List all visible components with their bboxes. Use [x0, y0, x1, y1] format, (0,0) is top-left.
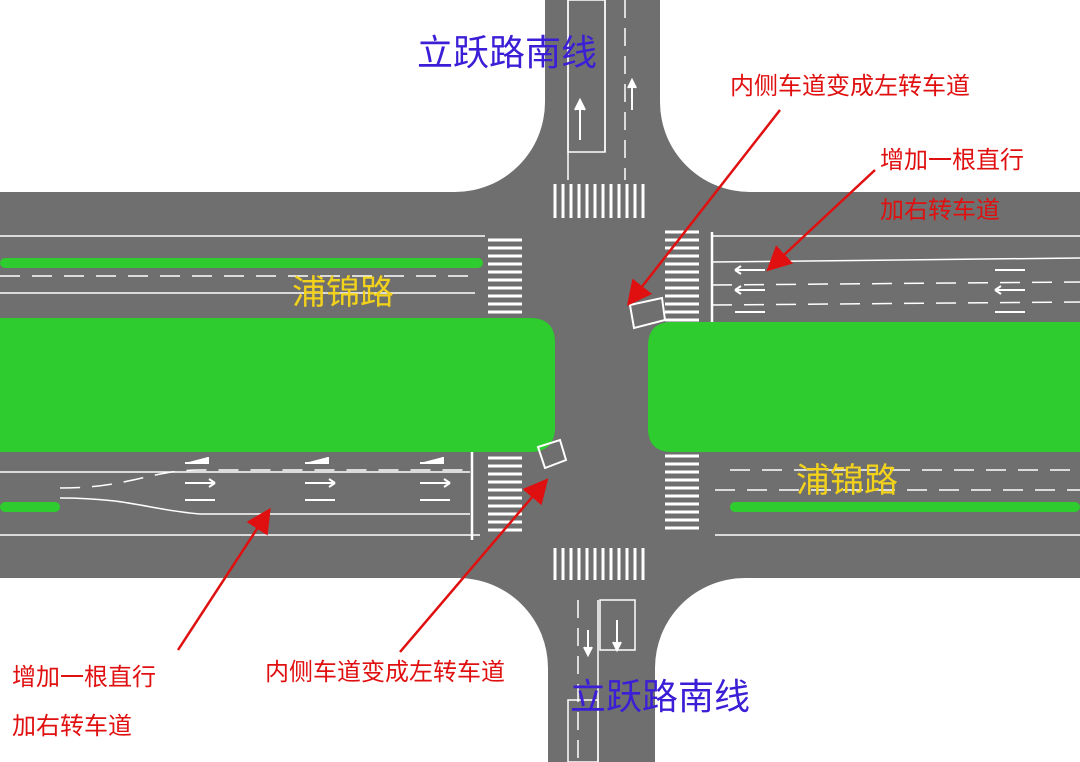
- lane-arrows: [185, 77, 1025, 658]
- ne-note-add-lane-1: 增加一根直行: [880, 146, 1024, 174]
- medians: [0, 258, 1080, 512]
- sw-arrow-2: [176, 507, 271, 651]
- ne-arrow-1: [626, 109, 781, 306]
- annotation-arrows: [176, 109, 876, 653]
- crosswalks: [488, 184, 699, 580]
- west-segment-label: 浦锦路: [292, 273, 394, 313]
- south-road-label: 立跃路南线: [570, 677, 751, 718]
- sw-arrow-1: [399, 478, 549, 653]
- east-segment-label: 浦锦路: [796, 461, 898, 501]
- sw-note-add-lane-2: 加右转车道: [12, 712, 132, 740]
- sw-note-add-lane-1: 增加一根直行: [12, 663, 156, 691]
- north-road-label: 立跃路南线: [417, 33, 598, 74]
- sw-note-inner-lane: 内侧车道变成左转车道: [265, 658, 505, 686]
- ne-note-add-lane-2: 加右转车道: [880, 196, 1000, 224]
- ne-note-inner-lane: 内侧车道变成左转车道: [730, 72, 970, 100]
- ne-arrow-2: [766, 169, 876, 272]
